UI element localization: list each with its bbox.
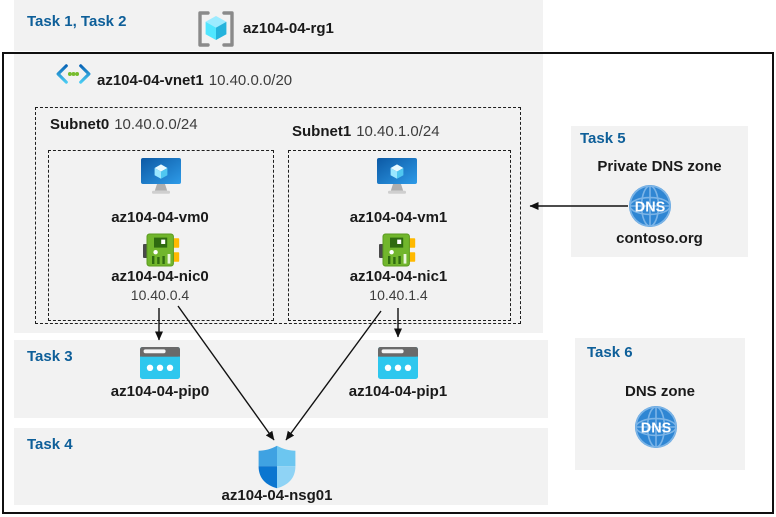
vm-icon: [139, 156, 183, 196]
subnet1-boundary: [288, 150, 511, 321]
public-ip-icon: [377, 346, 419, 380]
task4-label: Task 4: [27, 436, 73, 453]
nic1-ip: 10.40.1.4: [369, 287, 428, 303]
nic0-ip: 10.40.0.4: [130, 287, 190, 303]
resource-group-name: az104-04-rg1: [243, 20, 334, 37]
task5-title: Private DNS zone: [597, 158, 722, 175]
task6-title: DNS zone: [624, 383, 695, 400]
task6-panel: [575, 338, 745, 470]
vm-icon: [375, 156, 419, 196]
vm1-label: az104-04-vm1: [349, 209, 448, 226]
task5-label: Task 5: [580, 130, 626, 147]
nic-icon: [378, 231, 416, 269]
subnet0-name: Subnet0: [50, 116, 110, 133]
header-task-label: Task 1, Task 2: [27, 13, 127, 30]
public-ip-icon: [139, 346, 181, 380]
nsg-shield-icon: [257, 445, 297, 489]
dns-icon-text: DNS: [635, 199, 666, 215]
pip0-label: az104-04-pip0: [110, 383, 210, 400]
vnet-icon: [55, 63, 92, 85]
pip1-label: az104-04-pip1: [348, 383, 448, 400]
subnet1-name: Subnet1: [292, 123, 352, 140]
task5-zone-name: contoso.org: [616, 230, 703, 247]
header-bar: [14, 0, 543, 51]
vnet-name: az104-04-vnet1: [97, 72, 204, 89]
nic1-label: az104-04-nic1: [349, 268, 448, 285]
subnets-outer-boundary: [35, 107, 521, 324]
nsg-label: az104-04-nsg01: [221, 487, 333, 504]
task3-label: Task 3: [27, 348, 73, 365]
dns-zone-icon: DNS: [628, 184, 672, 228]
diagram-outer-border: [2, 52, 774, 514]
task3-panel: [14, 340, 548, 418]
resource-group-icon: [196, 10, 236, 48]
subnet1-cidr: 10.40.1.0/24: [356, 123, 440, 140]
subnet0-cidr: 10.40.0.0/24: [114, 116, 198, 133]
vm0-label: az104-04-vm0: [111, 209, 209, 226]
nic-icon: [142, 231, 180, 269]
vnet-panel: [14, 54, 543, 333]
dns-icon-text: DNS: [641, 420, 672, 436]
subnet0-boundary: [48, 150, 274, 321]
dns-zone-icon: DNS: [634, 405, 678, 449]
vnet-cidr: 10.40.0.0/20: [208, 72, 293, 89]
nic0-label: az104-04-nic0: [111, 268, 209, 285]
task6-label: Task 6: [587, 344, 633, 361]
